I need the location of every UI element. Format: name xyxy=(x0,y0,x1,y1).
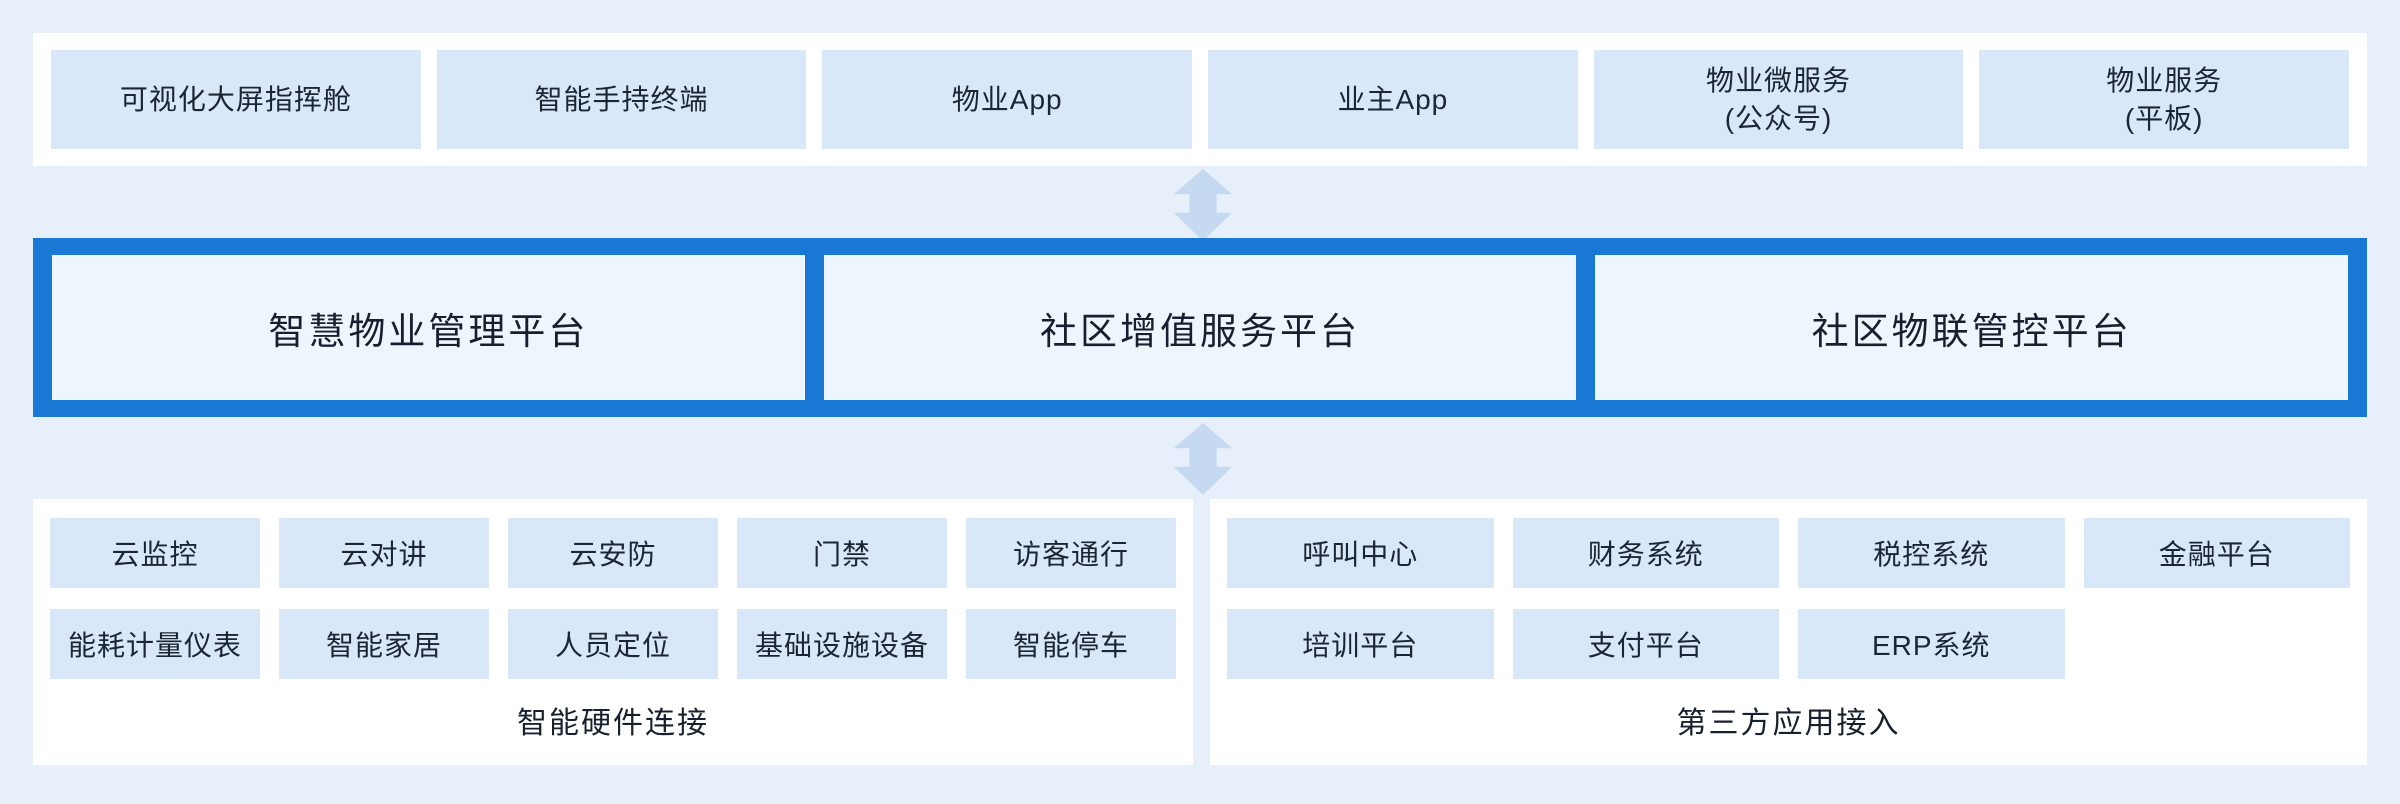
thirdparty-group-title: 第三方应用接入 xyxy=(1676,707,1901,740)
double-arrow-icon xyxy=(1173,423,1233,495)
platform-band: 智慧物业管理平台 社区增值服务平台 社区物联管控平台 xyxy=(33,238,2367,417)
terminal-label: 物业微服务 xyxy=(1706,64,1852,96)
thirdparty-box-training-platform: 培训平台 xyxy=(1227,609,1494,679)
thirdparty-panel: 呼叫中心 财务系统 税控系统 金融平台 培训平台 支付平台 ERP系统 第三方应… xyxy=(1210,499,2367,765)
thirdparty-box-erp-system: ERP系统 xyxy=(1798,609,2065,679)
platform-label: 社区增值服务平台 xyxy=(1040,310,1360,352)
hardware-box-smart-parking: 智能停车 xyxy=(966,609,1176,679)
terminal-label: 物业App xyxy=(951,83,1063,115)
hardware-box-cloud-monitoring: 云监控 xyxy=(50,518,260,588)
thirdparty-box-call-center: 呼叫中心 xyxy=(1227,518,1494,588)
terminal-box-handheld: 智能手持终端 xyxy=(436,50,807,149)
thirdparty-box-tax-system: 税控系统 xyxy=(1798,518,2065,588)
hardware-group-title: 智能硬件连接 xyxy=(517,707,709,740)
hardware-grid: 云监控 云对讲 云安防 门禁 访客通行 能耗计量仪表 智能家居 人员定位 基础设… xyxy=(50,518,1176,679)
platform-label: 智慧物业管理平台 xyxy=(268,310,589,352)
thirdparty-box-payment-platform: 支付平台 xyxy=(1512,609,1779,679)
terminal-sublabel: (平板) xyxy=(2124,102,2204,134)
platform-box-iot-control: 社区物联管控平台 xyxy=(1595,255,2349,400)
hardware-box-smart-home: 智能家居 xyxy=(279,609,489,679)
hardware-panel: 云监控 云对讲 云安防 门禁 访客通行 能耗计量仪表 智能家居 人员定位 基础设… xyxy=(33,499,1193,765)
hardware-box-personnel-location: 人员定位 xyxy=(508,609,718,679)
hardware-box-infrastructure: 基础设施设备 xyxy=(737,609,947,679)
terminal-box-visual-command: 可视化大屏指挥舱 xyxy=(51,50,421,149)
terminal-label: 业主App xyxy=(1337,83,1449,115)
platform-box-property-management: 智慧物业管理平台 xyxy=(52,255,805,400)
terminal-box-wechat-service: 物业微服务 (公众号) xyxy=(1593,50,1964,149)
hardware-box-visitor-pass: 访客通行 xyxy=(966,518,1176,588)
platform-box-value-added-service: 社区增值服务平台 xyxy=(823,255,1577,400)
terminal-box-owner-app: 业主App xyxy=(1208,50,1578,149)
terminal-label: 物业服务 xyxy=(2106,64,2223,96)
terminal-label: 可视化大屏指挥舱 xyxy=(119,83,352,115)
platform-label: 社区物联管控平台 xyxy=(1811,310,2132,352)
terminal-box-tablet-service: 物业服务 (平板) xyxy=(1979,50,2350,149)
terminal-sublabel: (公众号) xyxy=(1724,102,1833,134)
terminal-label: 智能手持终端 xyxy=(534,83,709,115)
thirdparty-box-finance-system: 财务系统 xyxy=(1512,518,1779,588)
hardware-box-access-control: 门禁 xyxy=(737,518,947,588)
double-arrow-icon xyxy=(1173,169,1233,241)
hardware-box-energy-meter: 能耗计量仪表 xyxy=(50,609,260,679)
hardware-box-cloud-intercom: 云对讲 xyxy=(279,518,489,588)
terminal-box-property-app: 物业App xyxy=(822,50,1193,149)
thirdparty-box-financial-platform: 金融平台 xyxy=(2083,518,2350,588)
thirdparty-grid: 呼叫中心 财务系统 税控系统 金融平台 培训平台 支付平台 ERP系统 xyxy=(1227,518,2350,679)
terminal-band: 可视化大屏指挥舱 智能手持终端 物业App 业主App 物业微服务 (公众号) … xyxy=(33,33,2367,166)
hardware-box-cloud-security: 云安防 xyxy=(508,518,718,588)
